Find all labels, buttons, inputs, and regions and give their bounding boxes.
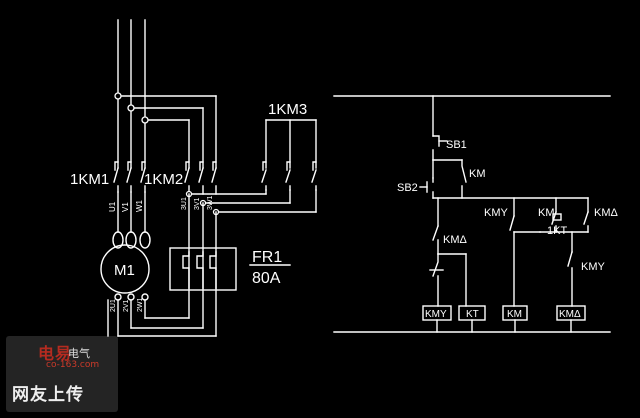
contact-kmy-nc [509,215,515,307]
terminal-circles-top [112,231,151,249]
label-80a: 80A [252,270,281,287]
label-2w1: 2W1 [137,298,144,313]
contactor-1km1-contacts [113,161,146,193]
coil-kt [458,305,486,333]
label-kmdelta-branch: KMΔ [594,207,619,219]
label-1km3: 1KM3 [268,101,307,118]
watermark-share: 网友上传 [12,385,84,405]
label-2v1: 2V1 [123,299,130,312]
label-w1: W1 [135,199,144,212]
label-1kt: 1KT [547,225,567,237]
label-u1: U1 [108,201,117,212]
label-3u1: 3U1 [181,197,188,210]
contact-kmy-interlock [567,251,573,307]
contactor-1km3-contacts [261,119,317,191]
label-coil-kt: KT [466,309,479,320]
label-3w1: 3W1 [207,196,214,211]
power-labels: 1KM3 1KM1 1KM2 FR1 80A M1 U1 V1 W1 3U1 3… [70,101,307,312]
watermark-box [6,336,118,412]
contact-timer [432,253,439,307]
coil-km [502,305,528,333]
contact-kmdelta-branch [583,211,589,233]
label-v1: V1 [121,202,130,212]
junction-dot [127,104,135,112]
contactor-1km2-contacts [184,161,217,195]
contact-km-holding [461,159,467,199]
coil-kmdelta [556,305,586,333]
timer-1kt-symbol [552,213,562,221]
label-sb2: SB2 [397,182,418,194]
label-coil-kmdelta: KMΔ [559,309,581,320]
start-button-sb2 [426,177,434,199]
label-1km1: 1KM1 [70,171,109,188]
label-m1: M1 [114,262,135,279]
power-circuit [100,19,317,337]
contact-kmdelta-nc-1 [432,225,439,255]
label-km-holding: KM [469,168,486,180]
watermark-logo: 电易 [38,344,73,363]
label-2u1: 2U1 [110,299,117,312]
label-3v1: 3V1 [194,197,201,210]
coil-kmy [422,305,452,333]
watermark-elec: 电气 [68,347,90,360]
label-sb1: SB1 [446,139,467,151]
control-circuit [333,95,611,333]
label-fr1: FR1 [252,249,282,266]
junction-dot [114,92,122,100]
control-labels: SB1 KM SB2 KMY KM KMΔ 1KT KMΔ KMY KMY KT… [397,139,619,320]
junction-dot [141,116,149,124]
label-1km2: 1KM2 [144,171,183,188]
label-coil-kmy: KMY [425,309,447,320]
label-km-nc: KM [538,207,555,219]
label-coil-km: KM [507,309,522,320]
watermark-url: co-163.com [46,360,100,370]
label-kmdelta-nc: KMΔ [443,234,468,246]
overload-relay-fr1 [169,247,237,291]
stop-button-sb1 [432,135,440,161]
label-kmy-interlock: KMY [581,261,606,273]
label-kmy-nc: KMY [484,207,509,219]
motor-m1-symbol [100,244,150,294]
